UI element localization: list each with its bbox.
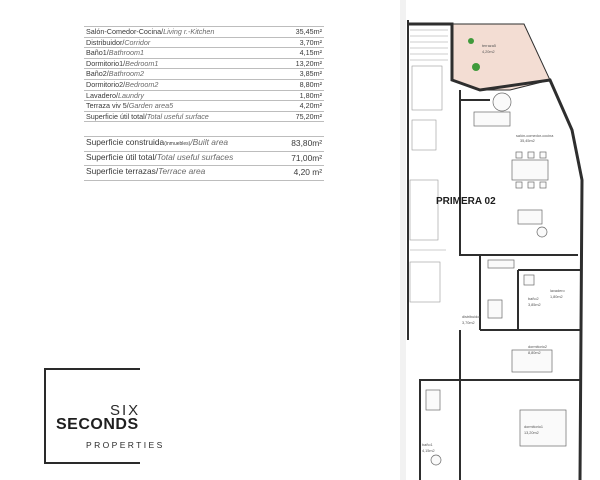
label-bano1-area: 4,15m2 <box>422 449 435 453</box>
logo-six: SIX <box>110 402 141 419</box>
room-name-en: Laundry <box>117 90 144 100</box>
interior-walls <box>419 90 580 480</box>
room-name-en: Bathroom1 <box>108 48 144 58</box>
label-lavadero: lavadero <box>550 289 565 293</box>
room-name-es: Baño2/ <box>86 69 109 79</box>
room-name: Dormitorio2/Bedroom2 <box>84 79 264 91</box>
outer-wall <box>408 22 584 480</box>
room-area: 13,20m² <box>264 58 324 70</box>
total-area: 4,20 m² <box>264 165 324 181</box>
room-name: Lavadero/Laundry <box>84 90 264 102</box>
room-name-en: Total useful surface <box>146 111 209 121</box>
room-area: 4,20m² <box>264 100 324 112</box>
room-area: 75,20m² <box>264 111 324 123</box>
total-name: Superficie útil total/Total useful surfa… <box>84 151 264 166</box>
label-distribuidor: distribuidor <box>462 315 481 319</box>
plant-icons <box>468 38 480 71</box>
label-salon-area: 35,45m2 <box>520 139 535 143</box>
room-name-en: Bathroom2 <box>108 69 144 79</box>
room-name: Baño1/Bathroom1 <box>84 47 264 59</box>
room-area: 1,80m² <box>264 90 324 102</box>
total-name-en: Total useful surfaces <box>156 151 234 162</box>
room-name-en: Living r.-Kitchen <box>163 27 215 36</box>
total-area: 71,00m² <box>264 151 324 166</box>
total-area: 83,80m² <box>264 136 324 152</box>
total-name-en: Terrace area <box>158 166 206 176</box>
room-name-es: Superficie útil total/ <box>86 111 147 121</box>
total-name-es: Superficie terrazas/ <box>86 166 159 176</box>
total-name: Superficie construida(inmuebles)/Built a… <box>84 136 264 152</box>
room-name-en: Bedroom1 <box>125 58 159 68</box>
room-name: Dormitorio1/Bedroom1 <box>84 58 264 70</box>
label-terraza-area: 4,20m2 <box>482 50 495 54</box>
label-bano2: baño2 <box>528 297 539 301</box>
total-name: Superficie terrazas/Terrace area <box>84 165 264 181</box>
room-name-es: Distribuidor/ <box>86 37 125 47</box>
stair-hatch <box>409 29 448 303</box>
total-name-en: /Built area <box>190 137 229 147</box>
total-row: Superficie útil total/Total useful surfa… <box>84 151 324 166</box>
label-salon: salón-comedor-cocina <box>516 134 554 138</box>
room-name-es: Lavadero/ <box>86 90 118 100</box>
room-name-es: Salón-Comedor-Cocina/ <box>86 27 164 36</box>
room-name-en: Garden area5 <box>128 101 174 111</box>
label-dormitorio2-area: 8,80m2 <box>528 351 541 355</box>
six-seconds-logo: SIX SECONDS PROPERTIES <box>44 368 164 464</box>
room-name-es: Baño1/ <box>86 48 109 58</box>
terrace-area <box>451 23 551 91</box>
plan-margin <box>400 0 406 480</box>
total-row: Superficie construida(inmuebles)/Built a… <box>84 136 324 152</box>
room-name-en: Corridor <box>124 37 151 47</box>
surface-totals-table: Superficie construida(inmuebles)/Built a… <box>84 136 324 181</box>
logo-properties: PROPERTIES <box>86 440 165 450</box>
label-lavadero-area: 1,80m2 <box>550 295 563 299</box>
room-name-es: Terraza viv 5/ <box>86 101 129 111</box>
total-name-es: Superficie útil total/ <box>86 151 157 162</box>
furniture <box>425 92 567 466</box>
room-name: Distribuidor/Corridor <box>84 37 264 49</box>
room-name-es: Dormitorio1/ <box>86 58 126 68</box>
room-area: 3,70m² <box>264 37 324 49</box>
label-bano1: baño1 <box>422 443 433 447</box>
room-name-es: Dormitorio2/ <box>86 79 126 89</box>
room-name: Salón-Comedor-Cocina/Living r.-Kitchen <box>84 26 264 38</box>
total-name-es: Superficie construida <box>86 137 165 147</box>
room-area: 35,45m² <box>264 26 324 38</box>
floor-plan: terraza5 4,20m2 salón-comedor-cocina 35,… <box>400 0 584 480</box>
label-dormitorio2: dormitorio2 <box>528 345 547 349</box>
logo-bracket <box>44 368 140 464</box>
unit-label: PRIMERA 02 <box>436 196 496 207</box>
room-row: Superficie útil total/Total useful surfa… <box>84 111 324 123</box>
room-area: 8,80m² <box>264 79 324 91</box>
total-note: (inmuebles) <box>164 141 191 147</box>
room-area: 4,15m² <box>264 47 324 59</box>
room-area: 3,85m² <box>264 68 324 80</box>
logo-seconds: SECONDS <box>56 416 139 433</box>
room-name: Terraza viv 5/Garden area5 <box>84 100 264 112</box>
room-name: Baño2/Bathroom2 <box>84 68 264 80</box>
label-terraza: terraza5 <box>482 44 496 48</box>
label-distribuidor-area: 3,70m2 <box>462 321 475 325</box>
label-bano2-area: 3,85m2 <box>528 303 541 307</box>
room-name-en: Bedroom2 <box>125 79 159 89</box>
room-name: Superficie útil total/Total useful surfa… <box>84 111 264 123</box>
label-dormitorio1-area: 13,20m2 <box>524 431 539 435</box>
label-dormitorio1: dormitorio1 <box>524 425 543 429</box>
